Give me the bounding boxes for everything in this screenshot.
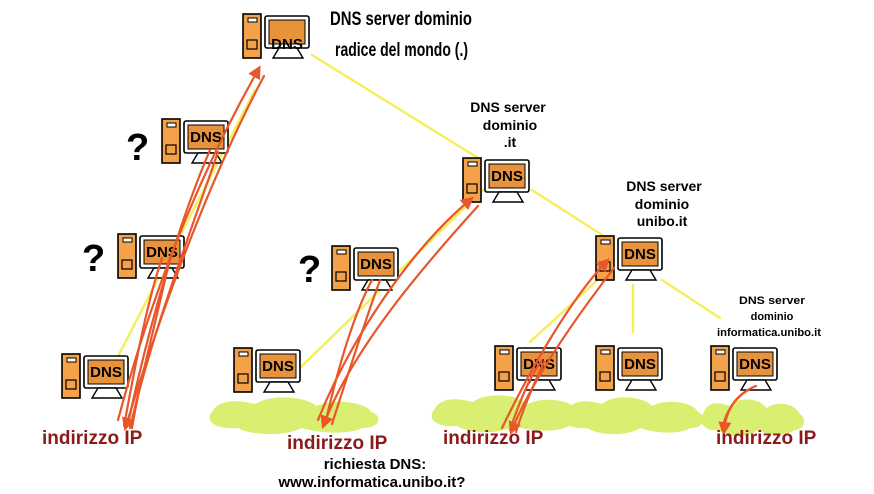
informatica-server-label-line1: DNS server <box>739 295 806 307</box>
request-line2: www.informatica.unibo.it? <box>278 474 466 491</box>
server-labels: DNS server dominio radice del mondo (.) … <box>330 9 821 339</box>
query-arrow-icon <box>324 278 374 422</box>
dns-server-computer-icon: DNS <box>117 233 185 279</box>
dns-server-computer-icon: DNS <box>161 118 229 164</box>
unibo-server-label-line1: DNS server <box>626 178 702 194</box>
query-arrow-icon <box>130 256 172 430</box>
dns-screen-label: DNS <box>90 364 122 381</box>
query-arrow-icon <box>316 196 475 422</box>
it-server-label-line2: dominio <box>483 117 537 133</box>
dns-screen-label: DNS <box>739 356 771 373</box>
query-arrow-icon <box>718 388 750 436</box>
ip-address-label: indirizzo IP <box>716 428 817 449</box>
network-cloud-icon <box>563 397 704 435</box>
unibo-server-label-line3: unibo.it <box>637 213 688 229</box>
dns-server-computer-icon: DNS <box>595 345 663 391</box>
informatica-server-label-line2: dominio <box>751 311 794 323</box>
network-cloud-icon <box>431 395 584 433</box>
query-arrow-icon <box>330 278 382 426</box>
unibo-server-label-line2: dominio <box>635 196 689 212</box>
dns-screen-label: DNS <box>271 36 303 53</box>
dns-server-computer-icon: DNS <box>61 353 129 399</box>
dns-server-computer-icon: DNS <box>595 235 663 281</box>
question-mark: ? <box>126 127 149 169</box>
query-arrow-icon <box>514 360 546 434</box>
query-arrow-icon <box>122 256 164 428</box>
dns-screen-label: DNS <box>360 256 392 273</box>
question-mark: ? <box>298 249 321 291</box>
ip-address-label: indirizzo IP <box>42 428 143 449</box>
root-server-label-line2: radice del mondo (.) <box>335 40 468 61</box>
dns-screen-label: DNS <box>491 168 523 185</box>
query-arrow-icon <box>508 266 616 435</box>
dns-servers: DNS DNS DNS DNS DNS DNS DNS DNS DNS DNS … <box>61 13 778 399</box>
query-arrows <box>116 65 758 436</box>
it-server-label-line1: DNS server <box>470 99 546 115</box>
ip-labels: indirizzo IP indirizzo IP indirizzo IP i… <box>42 428 817 454</box>
ip-address-label: indirizzo IP <box>443 428 544 449</box>
dns-screen-label: DNS <box>262 358 294 375</box>
dns-screen-label: DNS <box>190 129 222 146</box>
dns-server-computer-icon: DNS <box>242 13 310 59</box>
dns-server-computer-icon: DNS <box>710 345 778 391</box>
network-cloud-icon <box>209 397 379 435</box>
root-server-label-line1: DNS server dominio <box>330 9 472 30</box>
query-arrow-icon <box>508 358 544 432</box>
request-caption: richiesta DNS: www.informatica.unibo.it? <box>278 456 466 491</box>
query-arrow-icon <box>128 150 220 430</box>
question-marks: ? ? ? <box>82 127 321 291</box>
dns-server-computer-icon: DNS <box>462 157 530 203</box>
informatica-server-label-line3: informatica.unibo.it <box>717 327 821 339</box>
query-arrow-icon <box>500 258 610 430</box>
ip-address-label: indirizzo IP <box>287 433 388 454</box>
dns-server-computer-icon: DNS <box>331 245 399 291</box>
dns-screen-label: DNS <box>624 246 656 263</box>
request-line1: richiesta DNS: <box>324 456 427 473</box>
query-arrow-icon <box>320 204 480 429</box>
dns-server-computer-icon: DNS <box>233 347 301 393</box>
dns-screen-label: DNS <box>624 356 656 373</box>
it-server-label-line3: .it <box>504 134 517 150</box>
question-mark: ? <box>82 238 105 280</box>
